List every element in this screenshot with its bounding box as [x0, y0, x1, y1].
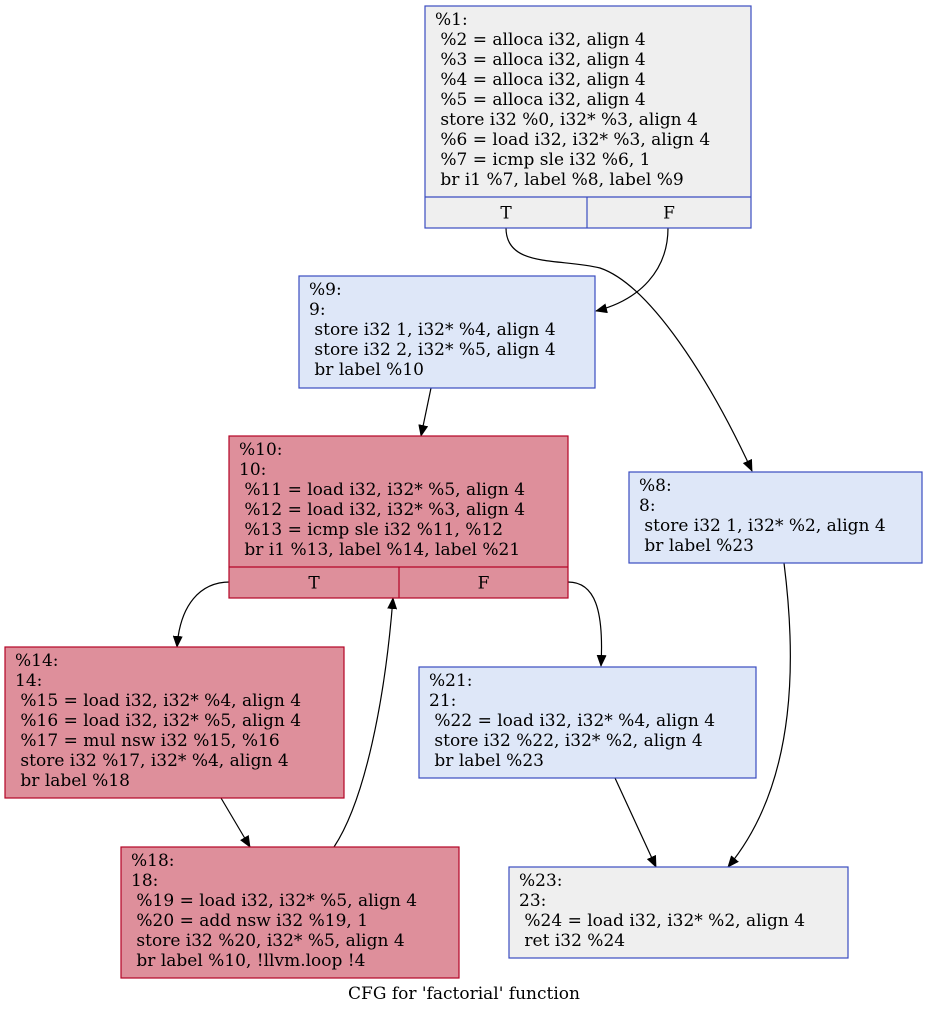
code-line: %16 = load i32, i32* %5, align 4	[15, 711, 301, 731]
code-line: br label %10	[309, 360, 424, 380]
edge-10T-to-14	[172, 581, 231, 648]
code-line: %22 = load i32, i32* %4, align 4	[429, 711, 715, 731]
edge-8-to-23	[727, 562, 791, 868]
code-line: %1:	[435, 10, 468, 30]
edge-1T-to-8	[505, 227, 753, 472]
port-true-label: T	[308, 574, 320, 594]
code-line: br i1 %7, label %8, label %9	[435, 170, 684, 190]
edge-1F-to-9	[595, 227, 669, 314]
code-line: %2 = alloca i32, align 4	[435, 30, 646, 50]
code-line: %14:	[15, 651, 59, 671]
node-14-box	[4, 646, 345, 799]
code-line: %4 = alloca i32, align 4	[435, 70, 646, 90]
node-14: %14:14: %15 = load i32, i32* %4, align 4…	[4, 646, 345, 799]
code-line: store i32 1, i32* %4, align 4	[309, 320, 556, 340]
node-9: %9:9: store i32 1, i32* %4, align 4 stor…	[298, 275, 596, 389]
node-1-box	[424, 5, 752, 229]
node-23-box	[508, 866, 849, 959]
node-18-box	[120, 846, 460, 979]
node-21-box	[418, 666, 757, 779]
code-line: %13 = icmp sle i32 %11, %12	[239, 520, 503, 540]
node-9-box	[298, 275, 596, 389]
code-line: br label %23	[429, 751, 544, 771]
code-line: store i32 %22, i32* %2, align 4	[429, 731, 703, 751]
code-line: br i1 %13, label %14, label %21	[239, 540, 520, 560]
node-21: %21:21: %22 = load i32, i32* %4, align 4…	[418, 666, 757, 779]
code-line: store i32 2, i32* %5, align 4	[309, 340, 556, 360]
code-line: %21:	[429, 671, 473, 691]
code-line: %17 = mul nsw i32 %15, %16	[15, 731, 280, 751]
code-line: br label %18	[15, 771, 130, 791]
code-line: br label %23	[639, 536, 754, 556]
code-line: %6 = load i32, i32* %3, align 4	[435, 130, 710, 150]
code-line: %19 = load i32, i32* %5, align 4	[131, 891, 417, 911]
edge-9-to-10	[418, 387, 432, 437]
code-line: %24 = load i32, i32* %2, align 4	[519, 911, 805, 931]
code-line: %3 = alloca i32, align 4	[435, 50, 646, 70]
code-line: 18:	[131, 871, 158, 891]
node-8: %8:8: store i32 1, i32* %2, align 4 br l…	[628, 471, 923, 564]
code-line: %23:	[519, 871, 563, 891]
code-line: store i32 1, i32* %2, align 4	[639, 516, 886, 536]
code-line: %8:	[639, 476, 672, 496]
node-1: %1: %2 = alloca i32, align 4 %3 = alloca…	[424, 5, 752, 229]
edge-21-to-23	[614, 777, 657, 868]
code-line: store i32 %20, i32* %5, align 4	[131, 931, 405, 951]
code-line: %9:	[309, 280, 342, 300]
node-10: %10:10: %11 = load i32, i32* %5, align 4…	[228, 435, 569, 599]
port-false-label: F	[478, 574, 490, 594]
code-line: 23:	[519, 891, 546, 911]
code-line: %10:	[239, 440, 283, 460]
code-line: store i32 %17, i32* %4, align 4	[15, 751, 289, 771]
code-line: ret i32 %24	[519, 931, 625, 951]
edge-18-to-10	[333, 597, 398, 848]
node-23: %23:23: %24 = load i32, i32* %2, align 4…	[508, 866, 849, 959]
code-line: %20 = add nsw i32 %19, 1	[131, 911, 368, 931]
node-8-box	[628, 471, 923, 564]
code-line: %12 = load i32, i32* %3, align 4	[239, 500, 525, 520]
code-line: %11 = load i32, i32* %5, align 4	[239, 480, 525, 500]
code-line: %5 = alloca i32, align 4	[435, 90, 646, 110]
code-line: 21:	[429, 691, 456, 711]
edge-10F-to-21	[567, 581, 607, 667]
code-line: br label %10, !llvm.loop !4	[131, 951, 365, 971]
edge-14-to-18	[220, 797, 251, 848]
port-false-label: F	[663, 204, 675, 224]
code-line: %15 = load i32, i32* %4, align 4	[15, 691, 301, 711]
edges	[172, 227, 791, 868]
nodes: %1: %2 = alloca i32, align 4 %3 = alloca…	[4, 5, 923, 979]
code-line: store i32 %0, i32* %3, align 4	[435, 110, 698, 130]
code-line: 8:	[639, 496, 656, 516]
code-line: 10:	[239, 460, 266, 480]
port-true-label: T	[500, 204, 512, 224]
code-line: 9:	[309, 300, 326, 320]
graph-caption: CFG for 'factorial' function	[348, 984, 580, 1004]
code-line: %18:	[131, 851, 175, 871]
code-line: %7 = icmp sle i32 %6, 1	[435, 150, 650, 170]
code-line: 14:	[15, 671, 42, 691]
node-18: %18:18: %19 = load i32, i32* %5, align 4…	[120, 846, 460, 979]
